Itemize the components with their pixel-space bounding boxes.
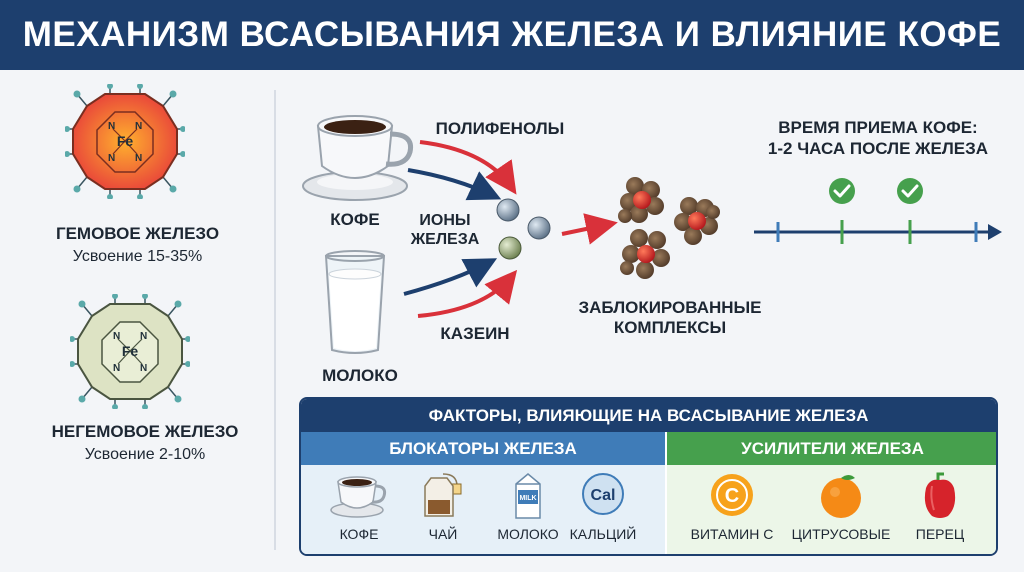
check-icon-2 [897,178,923,204]
orange-icon [821,475,861,518]
factors-panel: ФАКТОРЫ, ВЛИЯЮЩИЕ НА ВСАСЫВАНИЕ ЖЕЛЕЗА Б… [299,397,998,556]
timeline [754,178,1002,244]
enhancer-item-citrus: ЦИТРУСОВЫЕ [791,472,891,542]
enhancer-item-vitamin-c: C ВИТАМИН С [687,472,777,542]
nonheme-molecule-icon: N N N N Fe [70,294,190,409]
mechanism-arrows [403,140,618,318]
nonheme-fe-symbol: Fe [122,343,139,359]
iron-ions-label-2: ЖЕЛЕЗА [410,231,480,248]
blocker-item-milk: MILK МОЛОКО [483,472,573,542]
blockers-column: БЛОКАТОРЫ ЖЕЛЕЗА КОФЕ ЧАЙ [301,432,665,554]
complex-1 [618,177,664,223]
svg-text:N: N [140,363,147,374]
milk-label: МОЛОКО [322,366,398,385]
polyphenols-arrow [419,140,517,195]
svg-text:N: N [135,121,142,132]
enhancers-column: УСИЛИТЕЛИ ЖЕЛЕЗА C ВИТАМИН С ЦИТРУСОВЫЕ [667,432,996,554]
polyphenols-label: ПОЛИФЕНОЛЫ [435,119,565,138]
blocker-item-calcium: Cal КАЛЬЦИЙ [558,472,648,542]
heme-molecule-icon: N N N N Fe [65,84,185,199]
svg-text:N: N [108,153,115,164]
tea-bag-icon [424,473,462,517]
milk-carton-icon: MILK [515,473,541,519]
column-divider [274,90,276,550]
heme-iron-label: ГЕМОВОЕ ЖЕЛЕЗО [55,224,220,243]
vitamin-c-icon-text: C [725,485,739,507]
enhancers-title: УСИЛИТЕЛИ ЖЕЛЕЗА [667,432,996,465]
blocked-complexes-icon [618,177,720,279]
casein-arrow [417,269,518,318]
heme-fe-symbol: Fe [117,133,134,149]
complex-3 [620,229,670,279]
blocker-label: КОФЕ [339,526,379,542]
to-complexes-arrow [561,213,618,245]
heme-absorption-label: Усвоение 15-35% [72,248,203,265]
calcium-icon-text: Cal [591,487,616,504]
factors-title: ФАКТОРЫ, ВЛИЯЮЩИЕ НА ВСАСЫВАНИЕ ЖЕЛЕЗА [301,399,996,432]
coffee-label: КОФЕ [330,210,380,229]
svg-text:N: N [108,121,115,132]
enhancer-label: ВИТАМИН С [690,526,774,542]
vitamin-c-icon: C [711,474,753,516]
svg-text:N: N [140,331,147,342]
page-title: МЕХАНИЗМ ВСАСЫВАНИЯ ЖЕЛЕЗА И ВЛИЯНИЕ КОФ… [22,15,1002,54]
timing-label-2: 1-2 ЧАСА ПОСЛЕ ЖЕЛЕЗА [767,139,989,158]
blocker-item-coffee: КОФЕ [314,472,404,542]
page-header: МЕХАНИЗМ ВСАСЫВАНИЯ ЖЕЛЕЗА И ВЛИЯНИЕ КОФ… [0,0,1024,70]
iron-ions-label-1: ИОНЫ [419,212,471,229]
blocker-item-tea: ЧАЙ [398,472,488,542]
coffee-to-ions-arrow [407,168,502,201]
iron-ion-3 [498,236,522,260]
blocked-complexes-label-2: КОМПЛЕКСЫ [613,318,727,337]
milk-carton-text: MILK [519,495,536,502]
enhancer-item-pepper: ПЕРЕЦ [895,472,985,542]
blocked-complexes-label-1: ЗАБЛОКИРОВАННЫЕ [578,298,762,317]
coffee-cup-icon [302,115,414,201]
pepper-icon [924,472,956,518]
casein-label: КАЗЕИН [440,324,510,343]
complex-2 [674,197,720,245]
enhancer-label: ЦИТРУСОВЫЕ [791,526,891,542]
blocker-label: ЧАЙ [428,526,458,542]
milk-glass-icon [324,250,386,354]
svg-text:N: N [135,153,142,164]
timing-label-1: ВРЕМЯ ПРИЕМА КОФЕ: [778,118,978,137]
coffee-cup-icon [330,476,387,518]
milk-to-ions-arrow [403,258,498,296]
iron-ion-2 [527,216,551,240]
check-icon-1 [829,178,855,204]
enhancer-label: ПЕРЕЦ [915,526,965,542]
blocker-label: МОЛОКО [497,526,559,542]
nonheme-absorption-label: Усвоение 2-10% [84,446,206,463]
svg-text:N: N [113,331,120,342]
blockers-title: БЛОКАТОРЫ ЖЕЛЕЗА [301,432,665,465]
svg-text:N: N [113,363,120,374]
nonheme-iron-label: НЕГЕМОВОЕ ЖЕЛЕЗО [51,422,239,441]
calcium-icon: Cal [582,473,624,515]
blocker-label: КАЛЬЦИЙ [569,526,637,542]
iron-ion-1 [496,198,520,222]
